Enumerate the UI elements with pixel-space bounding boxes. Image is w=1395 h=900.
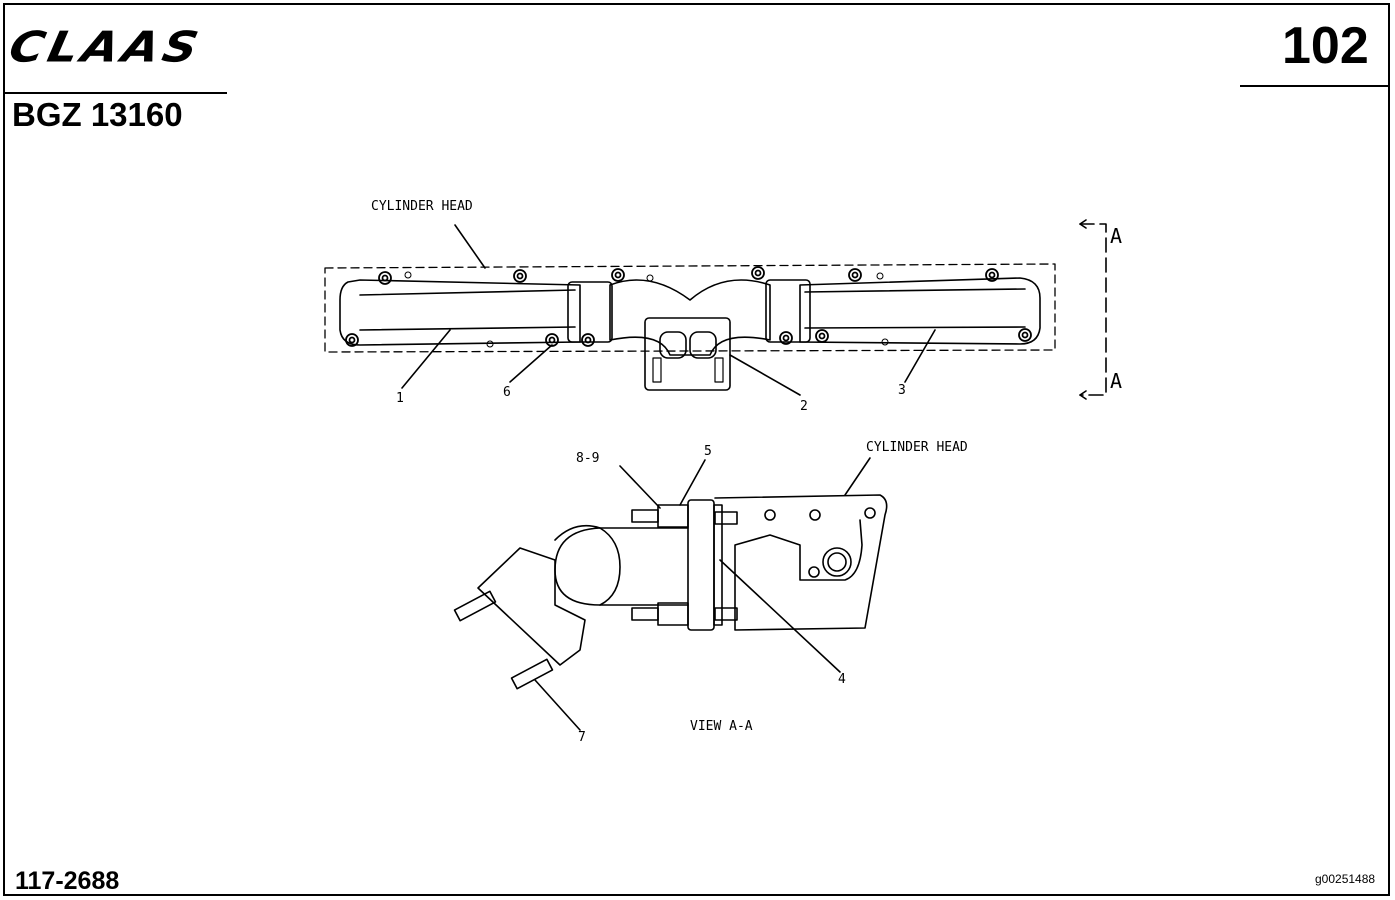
section-line-a-a bbox=[1079, 223, 1107, 396]
bolt-nut-assembly bbox=[631, 504, 738, 626]
label-cylinder-head-side: CYLINDER HEAD bbox=[866, 440, 968, 455]
leader-7 bbox=[534, 679, 581, 731]
leader-5 bbox=[679, 459, 706, 506]
brand-rule bbox=[5, 92, 227, 94]
turbo-studs bbox=[453, 590, 554, 690]
section-marker-bottom: A bbox=[1110, 369, 1122, 393]
slip-joint-left bbox=[567, 281, 613, 343]
callout-5: 5 bbox=[704, 444, 712, 459]
callout-2: 2 bbox=[800, 399, 808, 414]
leader-8-9 bbox=[619, 465, 661, 509]
page-number: 102 bbox=[1282, 17, 1369, 75]
section-marker-top: A bbox=[1110, 224, 1122, 248]
label-cylinder-head-top: CYLINDER HEAD bbox=[371, 199, 473, 214]
section-arrow-bottom bbox=[1079, 390, 1087, 400]
top-view bbox=[324, 219, 1107, 400]
callout-7: 7 bbox=[578, 730, 586, 745]
callout-4: 4 bbox=[838, 672, 846, 687]
leader-1 bbox=[401, 329, 451, 389]
manifold-left-section bbox=[339, 279, 581, 346]
page-frame bbox=[3, 3, 1390, 896]
turbo-outlet-flange bbox=[477, 547, 586, 666]
leader-6 bbox=[509, 344, 553, 383]
cylinder-head-profile bbox=[714, 494, 888, 631]
leader-4 bbox=[719, 559, 841, 673]
leader-cylinder-head-side bbox=[844, 457, 871, 496]
manifold-right-section bbox=[799, 277, 1041, 345]
page-number-rule bbox=[1240, 85, 1388, 87]
section-view-a-a bbox=[453, 457, 888, 731]
part-number: 117-2688 bbox=[15, 867, 120, 895]
leader-cylinder-head bbox=[454, 224, 486, 269]
document-code: BGZ 13160 bbox=[12, 96, 183, 133]
view-label-a-a: VIEW A-A bbox=[690, 719, 753, 734]
manifold-elbow bbox=[554, 527, 689, 606]
slip-joint-right bbox=[765, 279, 811, 343]
manifold-bolts bbox=[345, 266, 1032, 347]
cylinder-head-outline bbox=[324, 263, 1056, 353]
leader-3 bbox=[904, 329, 936, 383]
callout-6: 6 bbox=[503, 385, 511, 400]
flange-stud bbox=[714, 357, 724, 383]
manifold-flange bbox=[687, 499, 715, 631]
turbo-flange bbox=[644, 317, 731, 391]
callout-8-9: 8-9 bbox=[576, 451, 599, 466]
image-id: g00251488 bbox=[1315, 872, 1376, 886]
callout-3: 3 bbox=[898, 383, 906, 398]
leader-2 bbox=[729, 354, 801, 396]
callout-1: 1 bbox=[396, 391, 404, 406]
section-arrow-top bbox=[1079, 219, 1087, 229]
gasket bbox=[713, 504, 723, 626]
flange-stud bbox=[652, 357, 662, 383]
